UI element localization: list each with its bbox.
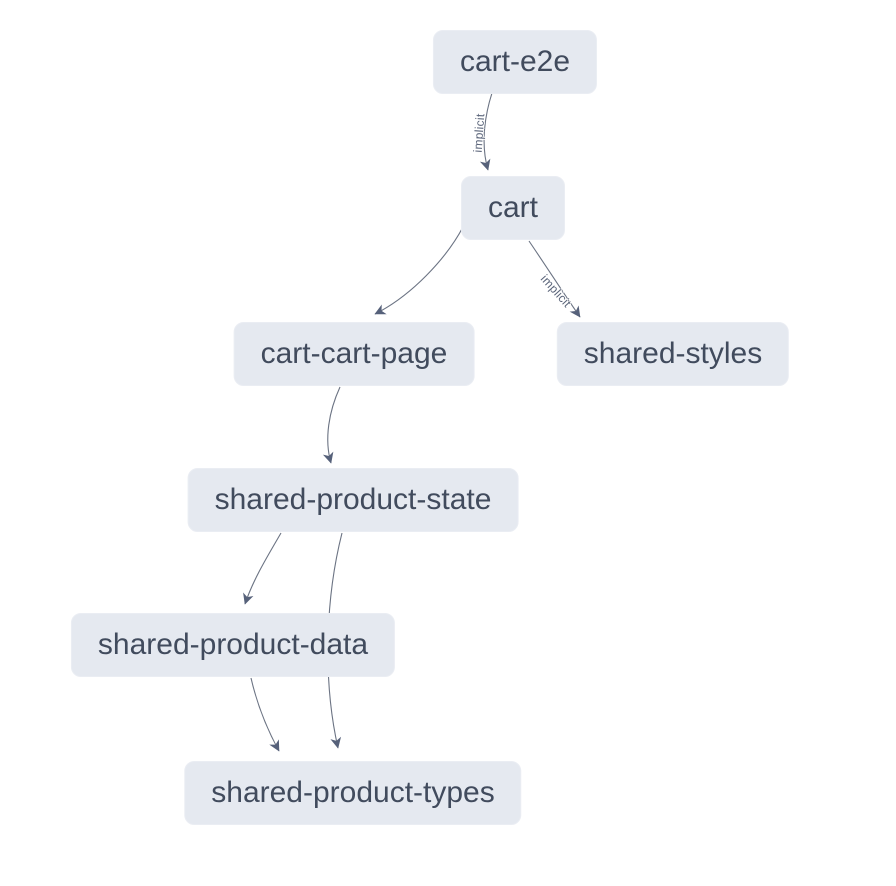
edge-cart-to-cart-cart-page: [374, 226, 464, 315]
graph-node-cart-e2e[interactable]: cart-e2e: [432, 30, 598, 94]
edge-cart-e2e-to-cart: [479, 92, 493, 171]
graph-node-shared-product-data[interactable]: shared-product-data: [70, 613, 396, 677]
graph-node-shared-styles[interactable]: shared-styles: [556, 322, 790, 386]
graph-node-cart[interactable]: cart: [460, 176, 566, 240]
edge-cart-to-shared-styles: [528, 240, 581, 318]
edge-shared-product-state-to-shared-product-data: [243, 532, 282, 605]
edge-cart-cart-page-to-shared-product-state: [322, 386, 341, 464]
edge-shared-product-data-to-shared-product-types: [250, 677, 280, 752]
graph-node-shared-product-state[interactable]: shared-product-state: [187, 468, 519, 532]
graph-node-shared-product-types[interactable]: shared-product-types: [184, 761, 522, 825]
graph-node-cart-cart-page[interactable]: cart-cart-page: [233, 322, 475, 386]
